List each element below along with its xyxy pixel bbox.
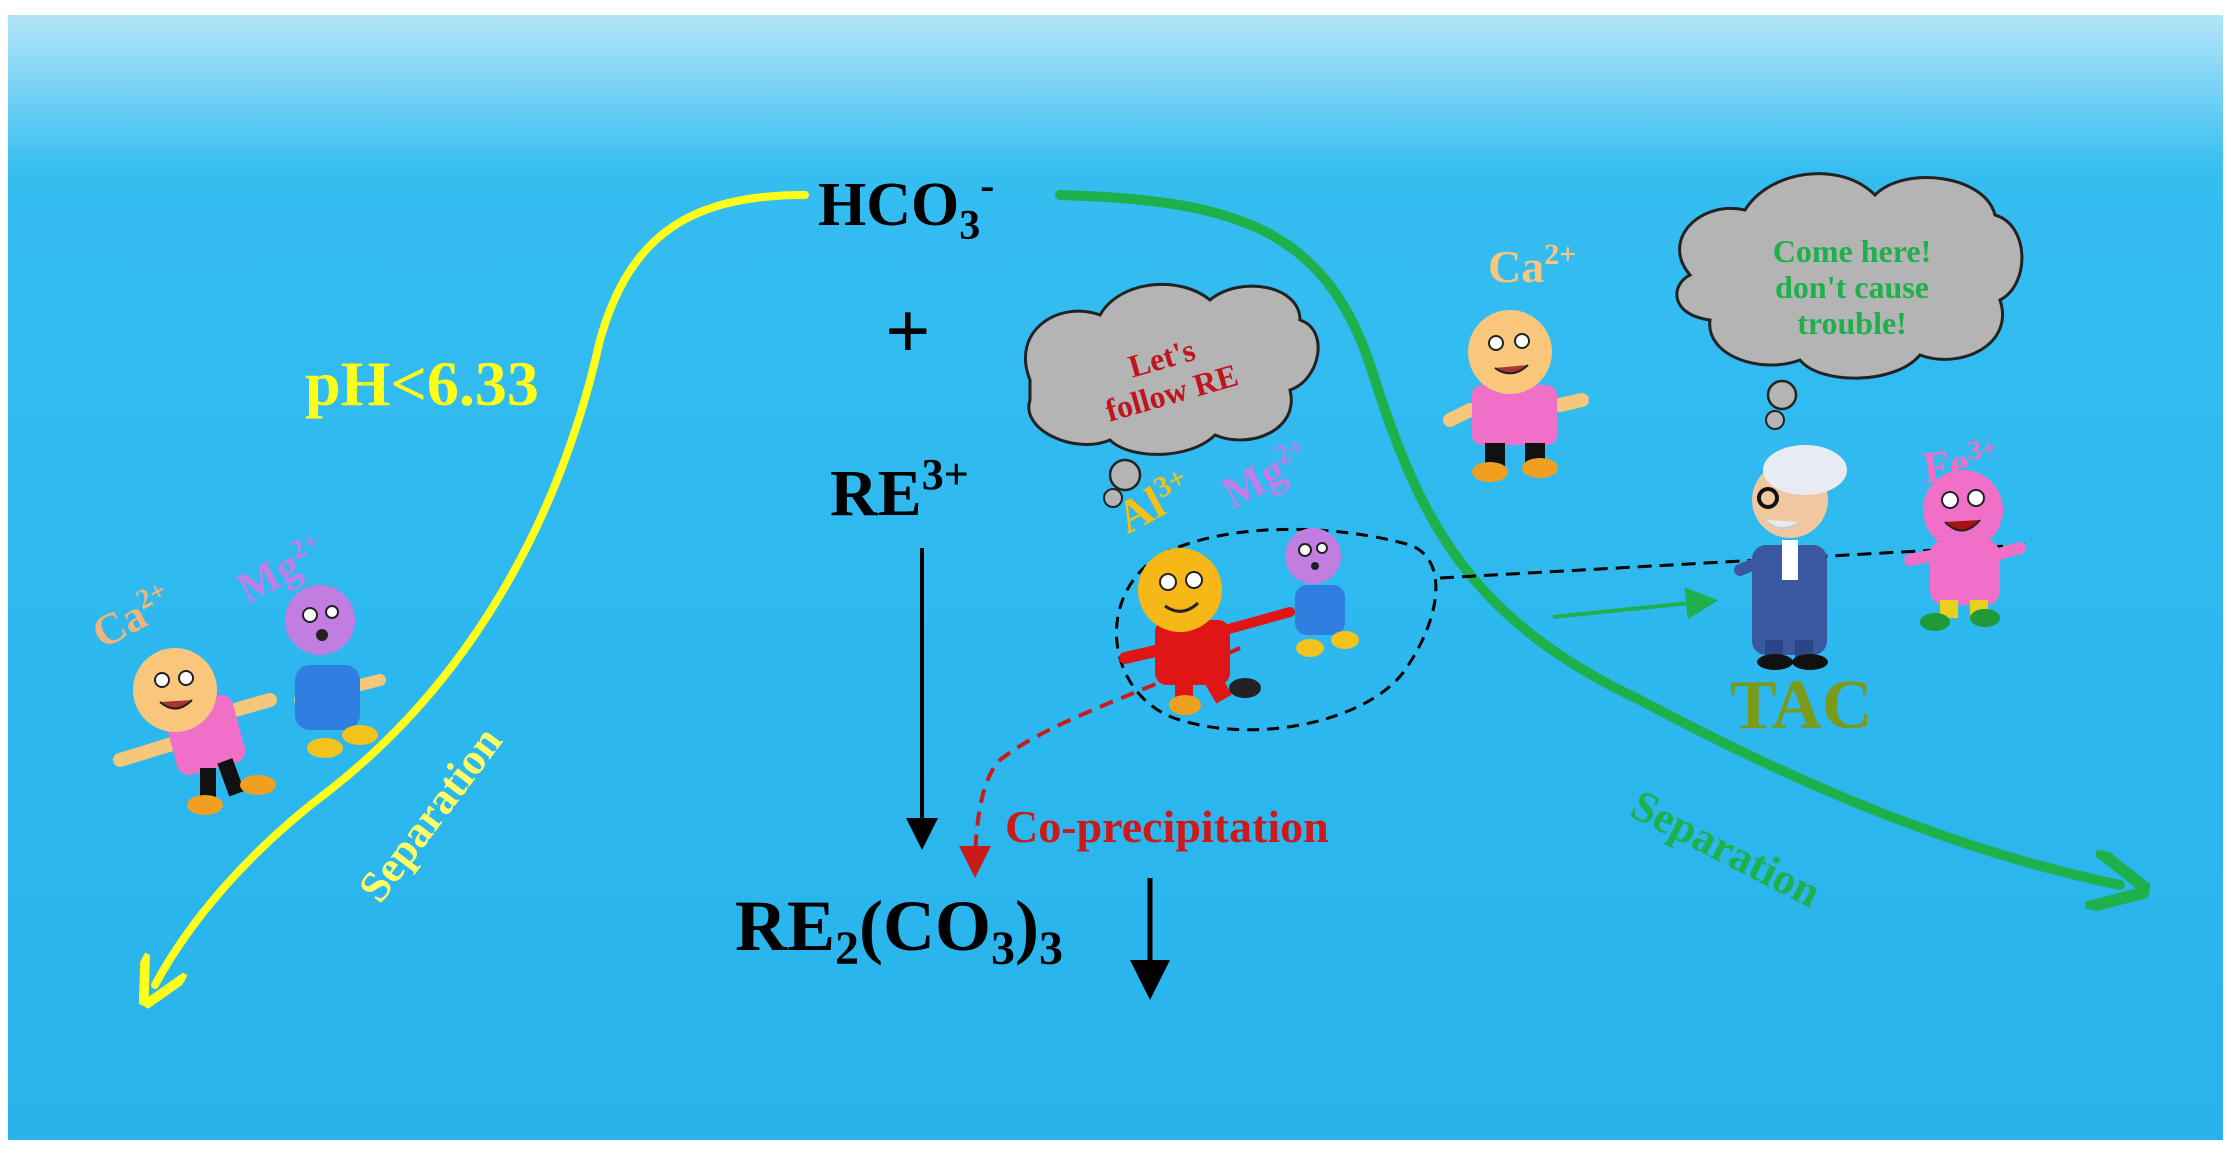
product-sub-2: 2 bbox=[835, 922, 859, 975]
separation-right-label: Separation bbox=[1623, 780, 1828, 917]
product-label: RE2(CO3)3 bbox=[735, 886, 1063, 975]
ion-charge: 3+ bbox=[1966, 433, 2000, 468]
mg-character-icon bbox=[285, 585, 386, 758]
product-sub-3b: 3 bbox=[1039, 922, 1063, 975]
product-co: (CO bbox=[859, 886, 991, 966]
ca-ion-label-right: Ca2+ bbox=[1488, 238, 1576, 292]
bubble-right-line-3: trouble! bbox=[1797, 305, 1907, 341]
hco3-label: HCO3- bbox=[818, 163, 994, 249]
separation-left-label: Separation bbox=[349, 718, 512, 911]
hco3-superscript: - bbox=[980, 163, 994, 209]
product-re: RE bbox=[735, 886, 835, 966]
fe-character-icon bbox=[1904, 470, 2026, 631]
bubble-right-line-2: don't cause bbox=[1775, 269, 1929, 305]
re-base: RE bbox=[830, 457, 922, 530]
al-character-icon bbox=[1119, 548, 1295, 715]
ion-charge: 2+ bbox=[1544, 238, 1576, 271]
fe-ion-label: Fe3+ bbox=[1920, 433, 2003, 493]
scientist-icon bbox=[1734, 445, 1847, 670]
hco3-subscript: 3 bbox=[959, 203, 980, 249]
plus-sign: + bbox=[885, 288, 931, 376]
ion-base: Fe bbox=[1920, 438, 1973, 493]
ca-ion-label-left: Ca2+ bbox=[84, 575, 181, 658]
product-paren: ) bbox=[1015, 886, 1039, 966]
product-sub-3a: 3 bbox=[991, 922, 1015, 975]
mg-character-icon bbox=[1285, 528, 1359, 657]
thought-cloud-icon bbox=[1675, 172, 2024, 430]
to-tac-arrow bbox=[1552, 587, 1718, 620]
re-superscript: 3+ bbox=[922, 450, 969, 499]
ca-character-icon bbox=[113, 648, 277, 815]
tac-label: TAC bbox=[1730, 667, 1873, 744]
coprecipitation-label: Co-precipitation bbox=[1005, 801, 1329, 852]
yellow-separation-arrow bbox=[155, 191, 809, 985]
ion-base: Ca bbox=[1488, 241, 1544, 292]
ph-label: pH<6.33 bbox=[305, 348, 539, 419]
thought-cloud-icon bbox=[1023, 282, 1320, 508]
re3-label: RE3+ bbox=[830, 450, 969, 530]
hco3-base: HCO bbox=[818, 171, 959, 239]
ca-character-icon bbox=[1443, 310, 1589, 482]
mg-ion-label-mid: Mg2+ bbox=[1214, 430, 1320, 518]
bubble-right-line-1: Come here! bbox=[1773, 233, 1931, 269]
